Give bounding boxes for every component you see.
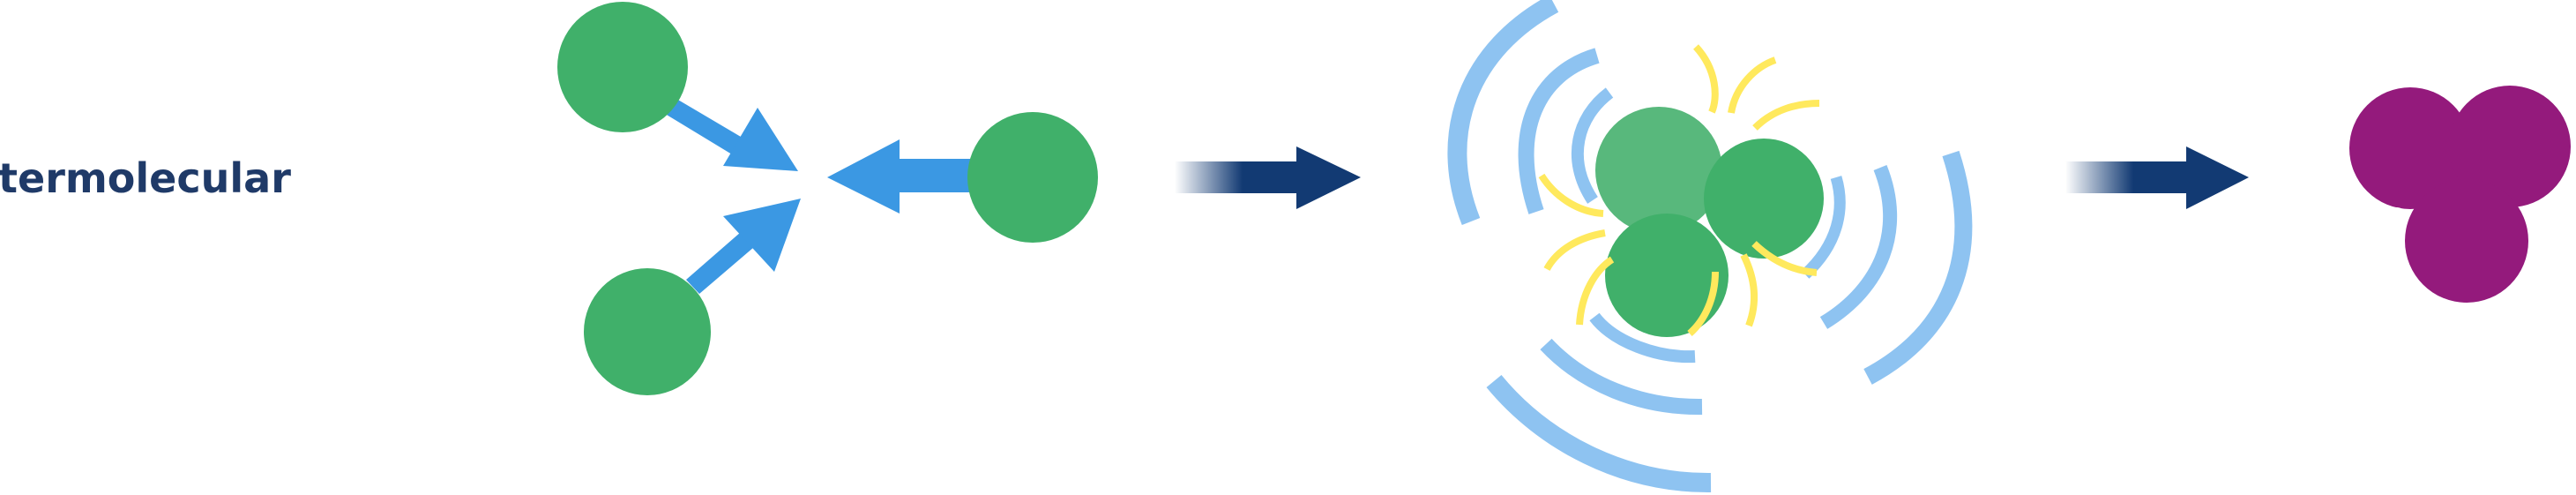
vibration-arc-mid-right — [1819, 165, 1898, 329]
motion-arrowhead-top — [723, 108, 798, 171]
energy-line-2 — [1728, 56, 1777, 114]
right-molecule — [827, 112, 1098, 243]
motion-arrowhead-right — [827, 139, 900, 214]
top-left-molecule — [557, 2, 798, 171]
reaction-arrow-1-shaft — [1175, 161, 1298, 193]
motion-arrowhead-bottom — [723, 199, 801, 272]
motion-arrow-bottom — [686, 232, 754, 294]
product-gap-left — [2388, 207, 2406, 225]
energy-line-8 — [1740, 253, 1758, 327]
reactant-molecule-bottom — [584, 268, 711, 395]
product-molecule — [2349, 65, 2571, 303]
reaction-arrow-1 — [1175, 146, 1361, 209]
vibration-arc-outer-lower-left — [1486, 375, 1712, 493]
vibration-arcs — [1447, 0, 1973, 493]
product-gap-right — [2531, 201, 2552, 222]
reactant-molecule-right — [967, 112, 1098, 243]
reaction-arrow-2-head — [2186, 146, 2249, 209]
energy-line-1 — [1692, 44, 1719, 114]
diagram-label: termolecular — [0, 154, 291, 202]
reaction-arrow-2 — [2065, 146, 2249, 209]
vibration-arc-inner-right — [1801, 176, 1846, 279]
vibration-arc-mid-upper-left — [1518, 48, 1600, 214]
product-atom-bottom — [2405, 179, 2528, 303]
energy-line-7 — [1687, 271, 1719, 336]
colliding-molecule-right — [1704, 139, 1824, 259]
colliding-molecule-top — [1595, 107, 1722, 234]
product-atom-right — [2449, 86, 2571, 207]
vibration-arc-outer-right — [1863, 150, 1973, 385]
energy-lines — [1538, 44, 1820, 336]
collision-molecules — [1595, 107, 1824, 337]
energy-line-9 — [1751, 241, 1818, 276]
product-atom-left — [2349, 87, 2471, 209]
reactant-stage — [557, 2, 1098, 395]
vibration-arc-outer-upper-left — [1447, 0, 1559, 226]
product-gap-top — [2445, 65, 2476, 97]
reaction-arrow-2-shaft — [2065, 161, 2189, 193]
reaction-arrow-1-head — [1296, 146, 1361, 209]
colliding-molecule-bottom — [1605, 214, 1729, 337]
energy-line-6 — [1576, 256, 1615, 326]
energy-line-3 — [1752, 100, 1820, 131]
energy-line-4 — [1538, 173, 1604, 217]
energy-line-5 — [1543, 229, 1606, 272]
bottom-left-molecule — [584, 199, 801, 395]
vibration-arc-inner-lower-left — [1589, 312, 1696, 364]
vibration-arc-inner-upper-left — [1571, 87, 1614, 204]
reactant-molecule-top — [557, 2, 688, 132]
vibration-arc-mid-lower-left — [1540, 338, 1703, 416]
collision-stage — [1447, 0, 1973, 493]
